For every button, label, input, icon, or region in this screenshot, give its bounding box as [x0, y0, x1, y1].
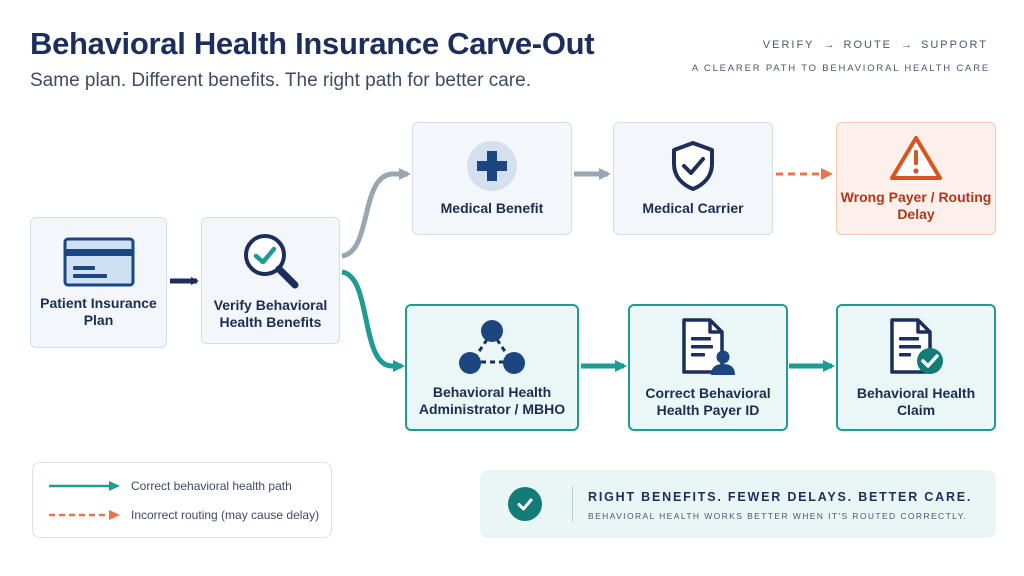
node-label: Patient Insurance Plan: [40, 294, 157, 328]
warning-triangle-icon: [890, 135, 942, 180]
summary-banner: RIGHT BENEFITS. FEWER DELAYS. BETTER CAR…: [480, 470, 996, 538]
legend-incorrect-label: Incorrect routing (may cause delay): [131, 508, 320, 522]
legend-incorrect: Incorrect routing (may cause delay): [49, 508, 319, 522]
node-bh-claim: Behavioral Health Claim: [836, 304, 996, 431]
node-medical-benefit: Medical Benefit: [412, 122, 572, 235]
process-steps: VERIFY → ROUTE → SUPPORT: [763, 39, 988, 51]
check-circle-icon: [508, 487, 542, 521]
medical-cross-icon: [467, 141, 517, 191]
node-label: Behavioral Health Administrator / MBHO: [418, 383, 566, 417]
node-label: Correct Behavioral Health Payer ID: [645, 384, 771, 418]
node-verify-benefits: Verify Behavioral Health Benefits: [201, 217, 340, 344]
arrow-verify-to-admin: [341, 269, 405, 372]
shield-check-icon: [672, 141, 714, 191]
node-label: Medical Carrier: [642, 200, 744, 216]
tagline: A CLEARER PATH TO BEHAVIORAL HEALTH CARE: [691, 63, 990, 74]
node-label: Behavioral Health Claim: [856, 384, 976, 418]
magnifier-check-icon: [243, 233, 298, 288]
step-route: ROUTE: [843, 39, 893, 51]
step-arrow-icon: →: [823, 39, 835, 51]
network-nodes-icon: [459, 319, 525, 374]
banner-headline: RIGHT BENEFITS. FEWER DELAYS. BETTER CAR…: [588, 490, 973, 504]
step-support: SUPPORT: [921, 39, 988, 51]
legend-correct: Correct behavioral health path: [49, 479, 292, 493]
node-label: Medical Benefit: [440, 200, 544, 216]
step-verify: VERIFY: [762, 39, 815, 51]
node-payer-id: Correct Behavioral Health Payer ID: [628, 304, 788, 431]
document-person-icon: [682, 317, 735, 375]
step-arrow-icon: →: [901, 39, 913, 51]
arrow-verify-to-medical: [341, 168, 411, 259]
node-medical-carrier: Medical Carrier: [613, 122, 773, 235]
node-wrong-payer: Wrong Payer / Routing Delay: [836, 122, 996, 235]
teal-arrow-icon: [49, 481, 120, 491]
node-label: Wrong Payer / Routing Delay: [840, 188, 992, 222]
banner-divider: [572, 486, 573, 522]
orange-dashed-arrow-icon: [49, 510, 120, 520]
legend: Correct behavioral health path Incorrect…: [32, 462, 332, 538]
insurance-card-icon: [63, 237, 134, 286]
legend-correct-label: Correct behavioral health path: [131, 479, 292, 493]
node-label: Verify Behavioral Health Benefits: [213, 296, 328, 330]
page-title: Behavioral Health Insurance Carve-Out: [30, 26, 595, 61]
banner-subline: BEHAVIORAL HEALTH WORKS BETTER WHEN IT'S…: [588, 511, 968, 521]
document-check-icon: [890, 317, 943, 374]
node-patient-insurance-plan: Patient Insurance Plan: [30, 217, 167, 348]
page-subtitle: Same plan. Different benefits. The right…: [30, 70, 531, 91]
node-bh-administrator: Behavioral Health Administrator / MBHO: [405, 304, 579, 431]
